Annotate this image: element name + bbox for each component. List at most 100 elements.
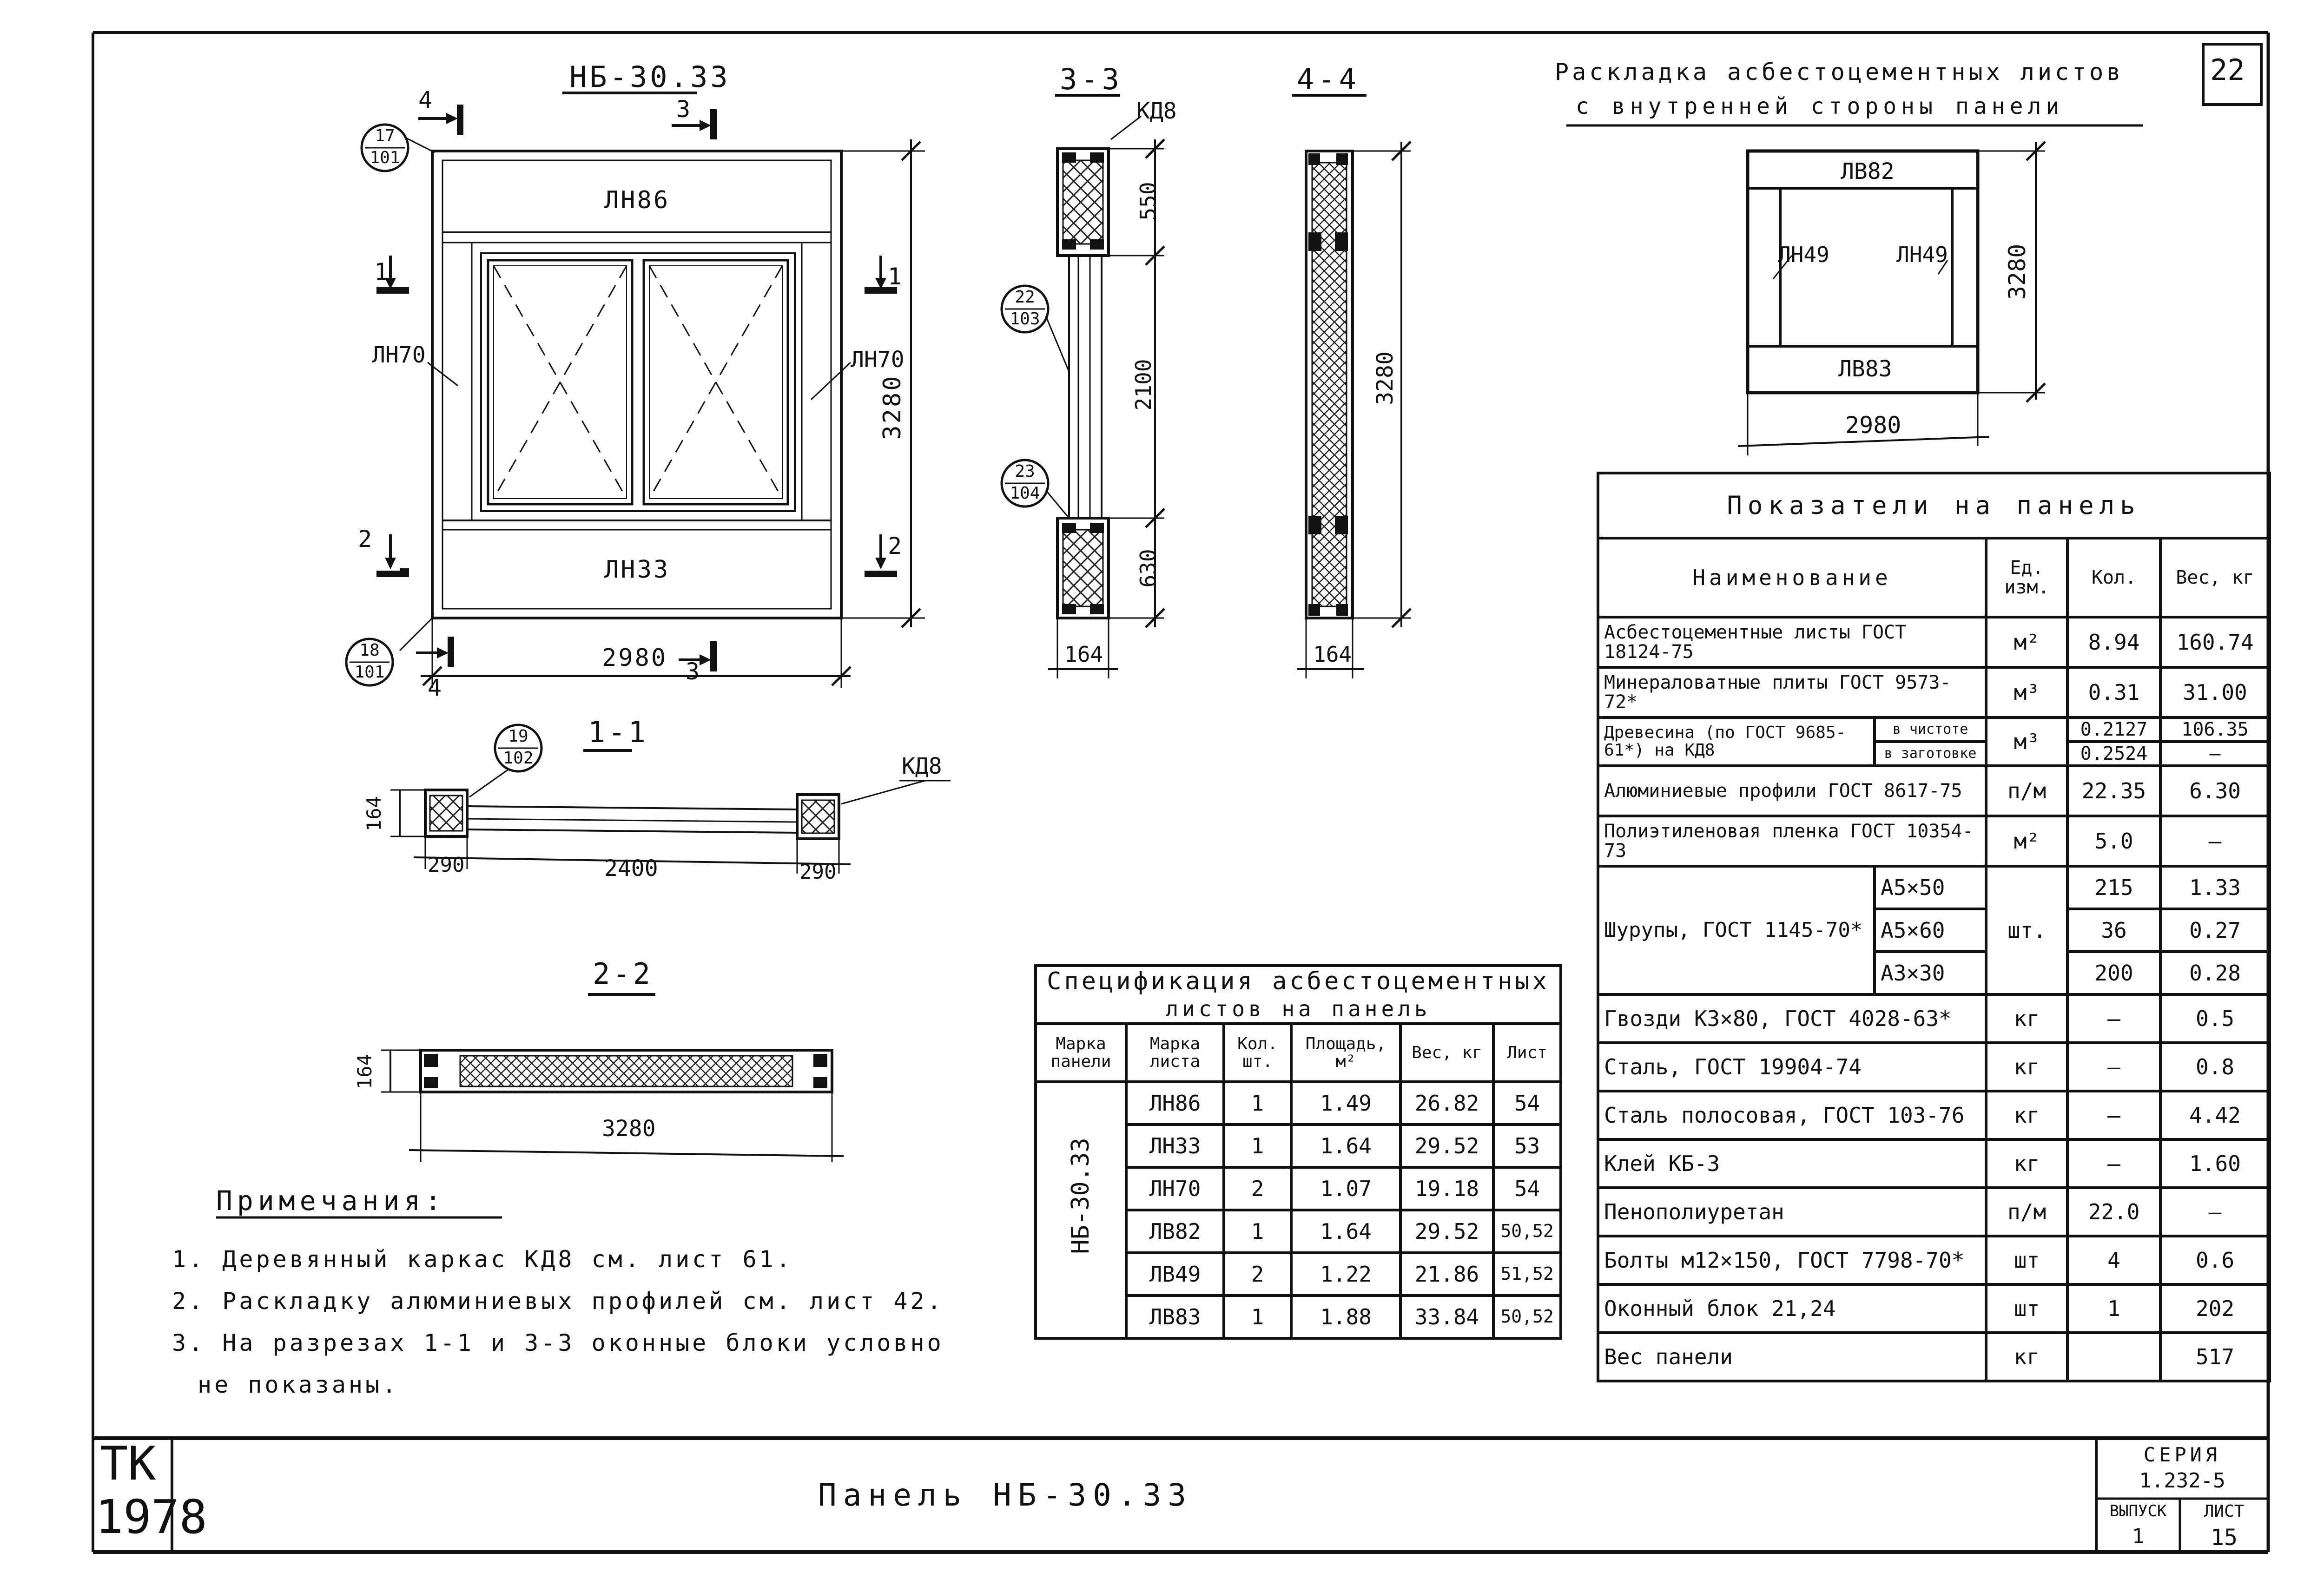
ind-qty: 36: [2066, 908, 2162, 953]
layout-bottom-label: ЛВ83: [1838, 356, 1892, 382]
table-row: НБ-30.33 ЛН86 1 1.49 26.82 54: [1034, 1080, 1563, 1340]
callout-22-top: 22: [1015, 288, 1035, 307]
spec-cell: 2: [1222, 1251, 1293, 1297]
ind-weight: 0.28: [2159, 950, 2271, 996]
callout-22-bottom: 103: [1010, 309, 1040, 329]
ind-name: Пенополиуретан: [1597, 1186, 1987, 1237]
ind-unit: м³: [1985, 716, 2069, 767]
indicators-title: Показатели на панель: [1596, 472, 2271, 539]
ind-qty: 200: [2066, 950, 2162, 996]
ind-unit: п/м: [1985, 764, 2069, 817]
ind-qty: —: [2066, 1090, 2162, 1141]
dim-2400: 2400: [604, 855, 658, 882]
indicators-header-weight: Вес, кг: [2159, 537, 2271, 618]
table-row: ЛН70 2 1.07 19.18 54: [1036, 1166, 1563, 1211]
section-3-3-kd8: КД8: [1136, 98, 1177, 124]
dim-290-right: 290: [799, 860, 837, 884]
indicators-header-row: Наименование Ед. изм. Кол. Вес, кг: [1597, 537, 2271, 618]
spec-cell: 1: [1222, 1123, 1293, 1169]
sheet-value: 15: [2211, 1525, 2238, 1551]
section-2-2-dim-164: 164: [353, 1054, 376, 1089]
spec-header-area: Площадь, м²: [1290, 1022, 1402, 1083]
section-4-4-title: 4-4: [1297, 62, 1360, 96]
note-4: не показаны.: [198, 1371, 399, 1398]
ind-qty: 0.2524: [2066, 740, 2162, 767]
dim-290-left: 290: [428, 853, 465, 877]
table-row: Полиэтиленовая пленка ГОСТ 10354-73 м² 5…: [1597, 815, 2271, 868]
spec-cell: ЛВ49: [1125, 1251, 1225, 1297]
main-dim-width: 2980: [602, 644, 668, 672]
section-2-2-linework: [381, 993, 844, 1162]
cut-markers: [376, 105, 897, 671]
ind-weight: 4.42: [2159, 1090, 2271, 1141]
main-view-linework: [399, 92, 925, 688]
spec-cell: 26.82: [1399, 1080, 1495, 1126]
spec-title-row-2: листов на панель: [1034, 996, 1563, 1025]
ind-qty: 0.2127: [2066, 716, 2162, 743]
spec-cell: ЛВ82: [1125, 1209, 1225, 1254]
table-row: ЛВ82 1 1.64 29.52 50,52: [1036, 1209, 1563, 1254]
cut-4-bottom-label: 4: [428, 674, 442, 701]
ind-name: Асбестоцементные листы ГОСТ 18124-75: [1597, 616, 1987, 669]
spec-cell: 51,52: [1492, 1251, 1563, 1297]
spec-title-2: листов на панель: [1034, 996, 1563, 1025]
section-4-4-dim-164: 164: [1313, 642, 1352, 667]
spec-panel-mark-cell: НБ-30.33: [1034, 1080, 1128, 1340]
section-1-1-title: 1-1: [588, 715, 648, 749]
ind-unit: кг: [1985, 1041, 2069, 1092]
note-3: 3. На разрезах 1-1 и 3-3 оконные блоки у…: [172, 1329, 944, 1356]
spec-cell: 33.84: [1399, 1294, 1495, 1340]
dim-2100: 2100: [1131, 359, 1156, 411]
layout-left-label: ЛН49: [1778, 242, 1829, 267]
ind-name: Сталь, ГОСТ 19904-74: [1597, 1041, 1987, 1092]
ind-name: Древесина (по ГОСТ 9685-61*) на КД8: [1597, 716, 1876, 767]
ind-qty: 5.0: [2066, 815, 2162, 868]
issue-value: 1: [2132, 1525, 2145, 1548]
layout-dim-height: 3280: [2004, 243, 2031, 300]
sheet-label: ЛИСТ: [2204, 1502, 2245, 1521]
table-row: Шурупы, ГОСТ 1145-70* А5×50 шт. 215 1.33: [1597, 865, 2271, 996]
layout-view-linework: [1566, 124, 2143, 455]
callout-19-top: 19: [508, 727, 528, 746]
section-1-1-linework: [390, 749, 951, 874]
main-view-title: НБ-30.33: [569, 60, 731, 94]
table-row: Алюминиевые профили ГОСТ 8617-75 п/м 22.…: [1597, 764, 2271, 817]
ind-weight: 106.35: [2159, 716, 2271, 743]
ind-qty: 1: [2066, 1283, 2162, 1334]
cut-1-right-label: 1: [888, 263, 902, 290]
callout-18-top: 18: [359, 641, 380, 660]
callout-18-bottom: 101: [354, 663, 385, 682]
spec-cell: 54: [1492, 1080, 1563, 1126]
ind-unit: м³: [1985, 666, 2069, 719]
ind-weight: 1.60: [2159, 1138, 2271, 1189]
callout-circles: [345, 123, 1050, 773]
table-row: ЛВ49 2 1.22 21.86 51,52: [1036, 1251, 1563, 1297]
callout-17-top: 17: [375, 126, 395, 145]
layout-title-line1: Раскладка асбестоцементных листов: [1555, 59, 2124, 86]
section-3-3-dim-164: 164: [1064, 642, 1103, 667]
notes-heading: Примечания:: [216, 1185, 446, 1217]
panel-bottom-label: ЛН33: [604, 556, 670, 584]
ind-weight: 202: [2159, 1283, 2271, 1334]
ind-sub: в заготовке: [1873, 740, 1987, 767]
ind-unit: кг: [1985, 1331, 2069, 1382]
ind-weight: —: [2159, 740, 2271, 767]
indicators-header-unit: Ед. изм.: [1985, 537, 2069, 618]
cut-2-right-label: 2: [888, 533, 902, 559]
ind-qty: 215: [2066, 865, 2162, 910]
series-value: 1.232-5: [2139, 1469, 2225, 1493]
ind-unit: м²: [1985, 815, 2069, 868]
spec-table: Спецификация асбестоцементных листов на …: [1034, 964, 1563, 1340]
note-2: 2. Раскладку алюминиевых профилей см. ли…: [172, 1288, 944, 1315]
spec-cell: ЛН33: [1125, 1123, 1225, 1169]
section-3-3-linework: [1045, 94, 1165, 678]
ind-qty: —: [2066, 993, 2162, 1044]
spec-cell: 1.07: [1290, 1166, 1402, 1211]
spec-cell: 1.64: [1290, 1123, 1402, 1169]
cut-2-left-label: 2: [358, 526, 372, 553]
table-row: Гвозди К3×80, ГОСТ 4028-63* кг — 0.5: [1597, 993, 2271, 1044]
spec-cell: 1.22: [1290, 1251, 1402, 1297]
spec-title-1: Спецификация асбестоцементных: [1034, 964, 1563, 996]
ind-weight: 0.6: [2159, 1235, 2271, 1286]
